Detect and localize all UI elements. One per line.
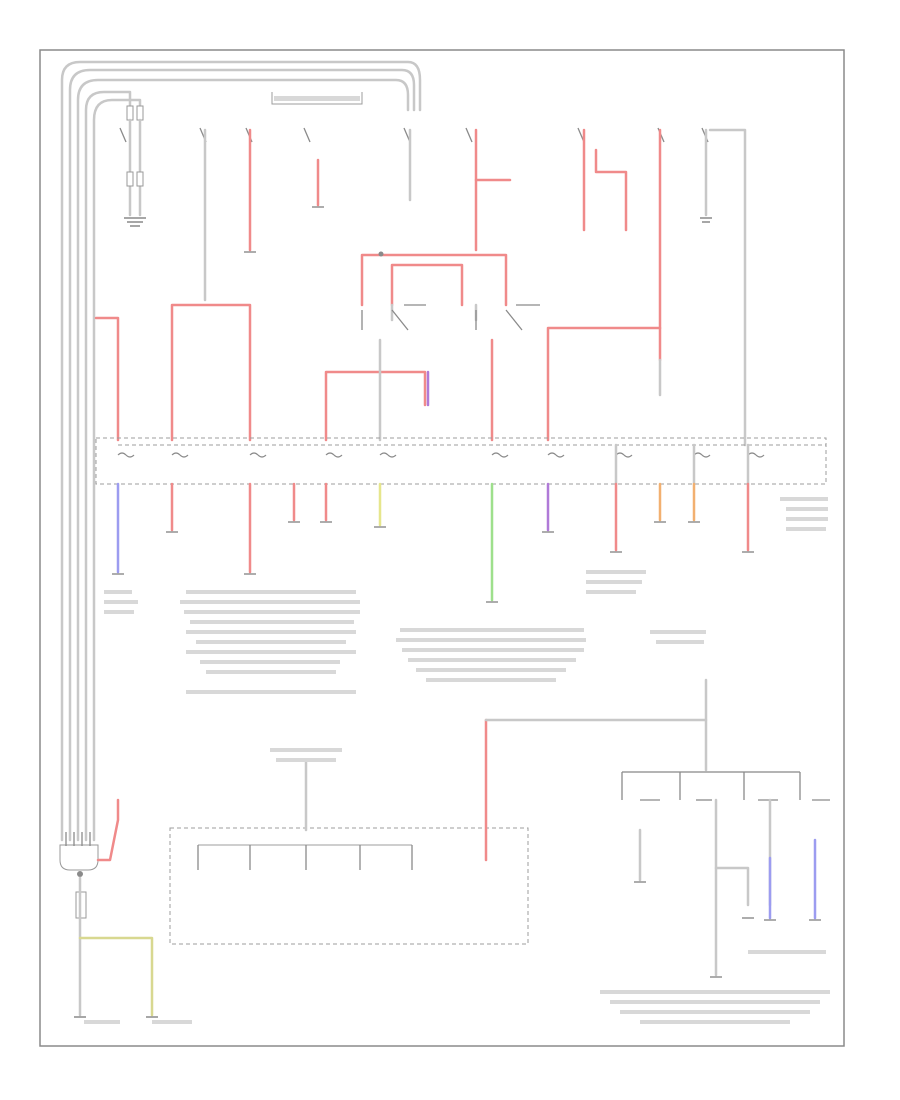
battery-icon bbox=[59, 832, 99, 877]
fuse-relay-box bbox=[95, 437, 827, 485]
fuse-box-feeds bbox=[94, 303, 662, 442]
upper-feeds bbox=[119, 127, 747, 447]
diagram-frame bbox=[39, 49, 845, 1047]
fuse-box-outputs bbox=[112, 482, 754, 603]
lower-distribution-box bbox=[169, 827, 529, 945]
lower-distribution-feeds bbox=[197, 678, 708, 870]
relay-coil-node bbox=[378, 251, 384, 257]
top-left-fuse-pair bbox=[124, 105, 146, 227]
top-bracket bbox=[271, 92, 363, 105]
relay-switch-area bbox=[360, 251, 540, 331]
fuse-icon bbox=[117, 452, 765, 458]
faded-label-blocks bbox=[84, 96, 830, 1024]
lower-right-switch-group bbox=[621, 718, 830, 978]
battery-feed-bundle bbox=[60, 60, 422, 842]
